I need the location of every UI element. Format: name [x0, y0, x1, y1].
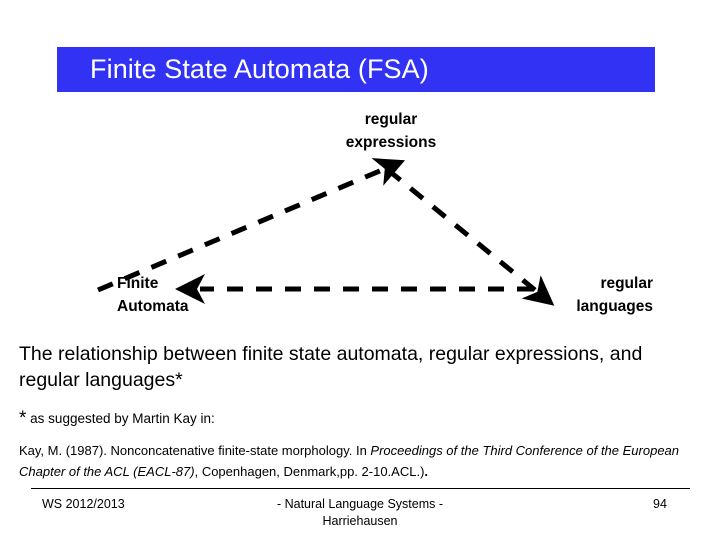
footer-divider	[31, 488, 690, 489]
node-label-line2: languages	[576, 298, 653, 315]
node-label-regular-languages: regular languages	[530, 272, 653, 318]
footnote: * as suggested by Martin Kay in:	[19, 409, 215, 429]
footer-semester: WS 2012/2013	[42, 497, 125, 511]
node-label-line1: regular	[600, 275, 653, 292]
footnote-star-icon: *	[19, 408, 27, 429]
slide-title-bar: Finite State Automata (FSA)	[57, 47, 655, 92]
footer-lecturer: Harriehausen	[322, 514, 398, 528]
relationship-diagram: regular expressions Finite Automata regu…	[0, 100, 720, 340]
edge-fsa-to-regex	[97, 158, 406, 293]
node-label-line2: expressions	[345, 134, 437, 151]
footer-course-title: - Natural Language Systems -	[276, 497, 444, 511]
page-title: Finite State Automata (FSA)	[90, 54, 429, 84]
footnote-text: as suggested by Martin Kay in:	[30, 411, 215, 426]
citation-title-italic: Proceedings of the Third Conference of t…	[19, 443, 680, 479]
citation-part1: Kay, M. (1987). Nonconcatenative finite-…	[19, 443, 371, 458]
node-label-line1: Finite	[117, 275, 159, 292]
triangle-edges-svg	[97, 158, 555, 306]
page-number: 94	[653, 497, 667, 511]
citation-part2: , Copenhagen, Denmark,pp. 2-10.ACL.)	[194, 464, 425, 479]
body-paragraph: The relationship between finite state au…	[19, 343, 643, 391]
node-label-line2: Automata	[117, 298, 189, 315]
citation-endmark: .	[424, 464, 429, 479]
node-label-line1: regular	[364, 111, 418, 128]
node-label-finite-automata: Finite Automata	[117, 272, 237, 318]
footer-course-info: - Natural Language Systems - Harriehause…	[230, 496, 490, 530]
edge-regex-to-reglang	[386, 168, 555, 306]
node-label-regular-expressions: regular expressions	[329, 108, 453, 154]
citation-reference: Kay, M. (1987). Nonconcatenative finite-…	[19, 440, 719, 482]
